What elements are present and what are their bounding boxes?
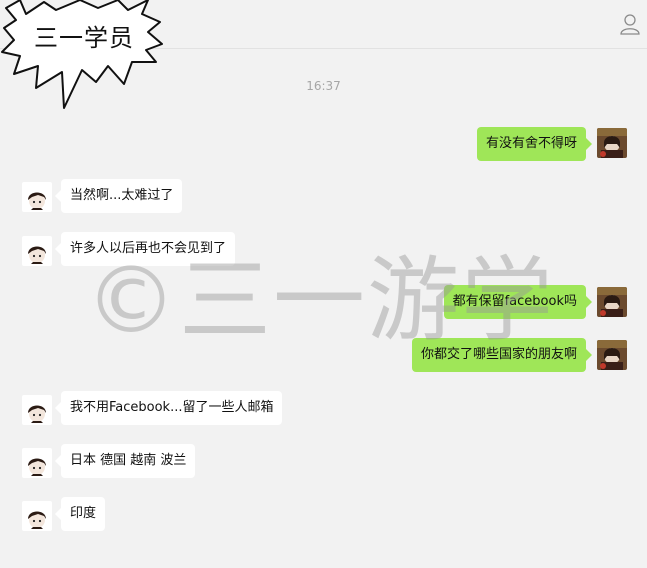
contact-avatar[interactable]: [22, 448, 52, 478]
contact-avatar[interactable]: [22, 501, 52, 531]
message-bubble-incoming[interactable]: 日本 德国 越南 波兰: [54, 444, 196, 478]
contact-avatar[interactable]: [22, 236, 52, 266]
contact-avatar[interactable]: [22, 395, 52, 425]
chat-title-badge: 三一学员: [0, 0, 165, 115]
message-bubble-outgoing[interactable]: 你都交了哪些国家的朋友啊: [411, 338, 593, 372]
message-bubble-outgoing[interactable]: 都有保留facebook吗: [443, 285, 593, 319]
message-bubble-outgoing[interactable]: 有没有舍不得呀: [476, 127, 593, 161]
message-bubble-incoming[interactable]: 印度: [54, 497, 106, 531]
chat-title: 三一学员: [34, 24, 134, 52]
self-avatar[interactable]: [597, 287, 627, 317]
self-avatar[interactable]: [597, 128, 627, 158]
self-avatar[interactable]: [597, 340, 627, 370]
message-bubble-incoming[interactable]: 许多人以后再也不会见到了: [54, 232, 236, 266]
message-timestamp: 16:37: [306, 79, 341, 93]
contact-avatar[interactable]: [22, 182, 52, 212]
message-bubble-incoming[interactable]: 当然啊...太难过了: [54, 179, 183, 213]
person-icon[interactable]: [619, 13, 641, 35]
message-bubble-incoming[interactable]: 我不用Facebook...留了一些人邮箱: [54, 391, 283, 425]
